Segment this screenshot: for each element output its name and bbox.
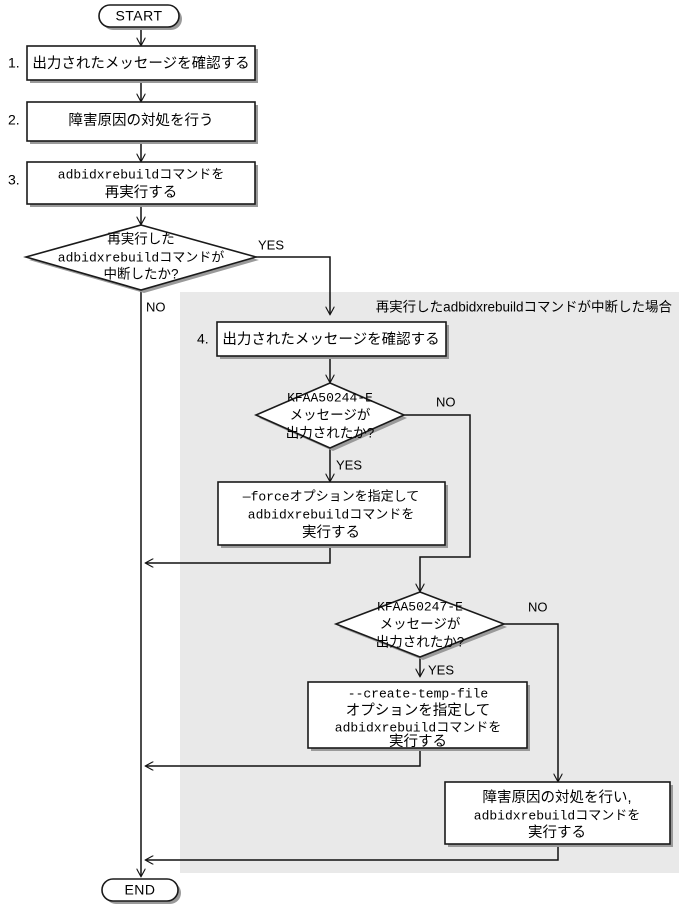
decision1-no-label: NO <box>146 299 166 314</box>
decision-kfaa50244e: KFAA50244-E メッセージが 出力されたか? <box>254 382 407 451</box>
decision1-yes-label: YES <box>258 237 284 252</box>
decision1-line2: adbidxrebuildコマンドが <box>58 250 224 265</box>
step-2-text: 障害原因の対処を行う <box>69 111 214 129</box>
force-box-line3: 実行する <box>302 524 360 541</box>
decision3-line2: メッセージが <box>380 617 461 632</box>
decision-retry-interrupted: 再実行した adbidxrebuildコマンドが 中断したか? <box>23 224 259 293</box>
step-3-number: 3. <box>8 172 20 188</box>
fallback-box-line1: 障害原因の対処を行い, <box>482 788 631 806</box>
decision1-line3: 中断したか? <box>103 267 178 282</box>
force-box-line1: —forceオプションを指定して <box>242 489 419 504</box>
process-box-step4: 出力されたメッセージを確認する <box>216 321 449 359</box>
step-3-text-line1: adbidxrebuildコマンドを <box>58 167 224 182</box>
decision-kfaa50247e: KFAA50247-E メッセージが 出力されたか? <box>333 591 507 660</box>
process-box-fallback: 障害原因の対処を行い, adbidxrebuildコマンドを 実行する <box>444 781 673 847</box>
temp-box-line3: adbidxrebuildコマンドを <box>335 720 501 735</box>
step-2-number: 2. <box>8 112 20 128</box>
region-label: 再実行したadbidxrebuildコマンドが中断した場合 <box>376 300 673 315</box>
connector-force-to-spine <box>146 545 331 563</box>
temp-box-line1: --create-temp-file <box>348 686 488 701</box>
process-box-step3: adbidxrebuildコマンドを 再実行する <box>26 161 258 207</box>
fallback-box-line2: adbidxrebuildコマンドを <box>474 808 640 823</box>
decision2-line2: メッセージが <box>290 408 371 423</box>
connector-temp-to-spine <box>146 748 421 766</box>
step-4-text: 出力されたメッセージを確認する <box>222 331 439 348</box>
decision3-no-label: NO <box>528 599 548 614</box>
force-box-line2: adbidxrebuildコマンドを <box>248 507 414 522</box>
connector-decision3-no <box>504 623 558 781</box>
process-box-step2: 障害原因の対処を行う <box>26 101 258 144</box>
decision2-line1: KFAA50244-E <box>287 390 373 405</box>
decision1-line1: 再実行した <box>107 232 175 247</box>
decision3-yes-label: YES <box>428 662 454 677</box>
connector-fallback-to-spine <box>146 847 559 860</box>
connector-decision2-no <box>404 414 471 591</box>
decision3-line1: KFAA50247-E <box>377 599 463 614</box>
process-box-step1: 出力されたメッセージを確認する <box>26 45 258 83</box>
connector-decision1-yes <box>256 256 330 314</box>
decision2-line3: 出力されたか? <box>286 426 375 441</box>
end-label: END <box>124 882 155 898</box>
start-terminator: START <box>98 4 182 30</box>
end-terminator: END <box>101 878 181 904</box>
decision2-yes-label: YES <box>336 457 362 472</box>
decision3-line3: 出力されたか? <box>376 635 465 650</box>
step-3-text-line2: 再実行する <box>105 184 178 201</box>
step-1-text: 出力されたメッセージを確認する <box>32 55 249 72</box>
process-box-force-option: —forceオプションを指定して adbidxrebuildコマンドを 実行する <box>217 481 448 548</box>
temp-box-line2: オプションを指定して <box>346 702 491 719</box>
temp-box-line4: 実行する <box>389 733 447 750</box>
start-label: START <box>115 8 162 24</box>
decision2-no-label: NO <box>436 394 456 409</box>
step-4-number: 4. <box>197 331 209 347</box>
fallback-box-line3: 実行する <box>528 824 586 841</box>
step-1-number: 1. <box>8 55 20 71</box>
process-box-create-temp-file: --create-temp-file オプションを指定して adbidxrebu… <box>307 681 530 751</box>
highlight-region <box>180 292 679 873</box>
